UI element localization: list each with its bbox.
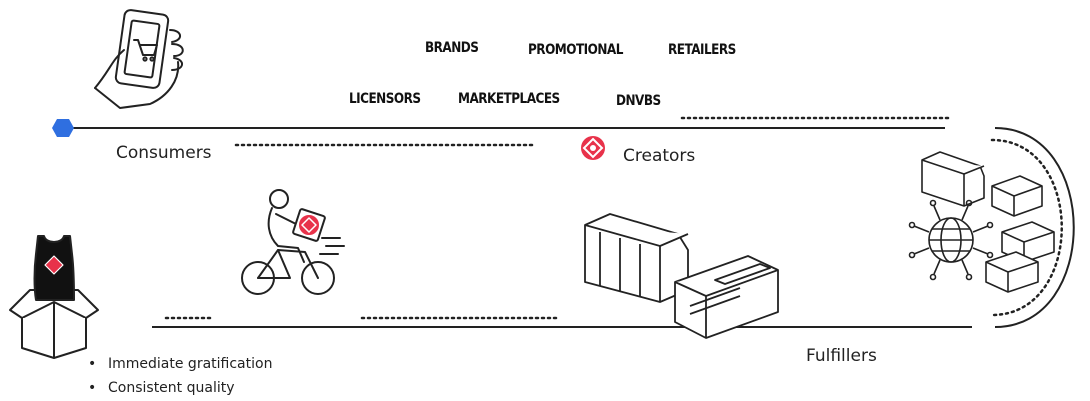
consumer-marker-icon: [52, 119, 74, 137]
consumers-label: Consumers: [116, 143, 212, 163]
category-brands: BRANDS: [425, 40, 479, 56]
fulfillment-arc: [994, 127, 1075, 328]
creator-logo-icon: [581, 136, 605, 160]
category-licensors: LICENSORS: [349, 91, 421, 107]
category-marketplaces: MARKETPLACES: [458, 91, 560, 107]
fulfillment-arc-dotted: [990, 138, 1063, 317]
benefits-list: Immediate gratification Consistent quali…: [88, 352, 272, 400]
category-dnvbs: DNVBS: [616, 93, 661, 109]
box-shirt-icon: [9, 235, 99, 359]
creators-label: Creators: [623, 146, 696, 166]
category-retailers: RETAILERS: [668, 42, 736, 58]
category-promotional: PROMOTIONAL: [528, 42, 623, 58]
small-printer-icon: [921, 151, 1055, 293]
benefit-item: Immediate gratification: [88, 352, 272, 376]
fulfillers-label: Fulfillers: [806, 346, 877, 366]
delivery-bike-icon: [241, 189, 345, 295]
dotted-connectors: [164, 116, 954, 320]
large-printer-icon: [584, 213, 779, 339]
network-globe-icon: [908, 199, 994, 281]
benefit-item: Consistent quality: [88, 376, 272, 400]
smartphone-cart-icon: [94, 9, 184, 109]
